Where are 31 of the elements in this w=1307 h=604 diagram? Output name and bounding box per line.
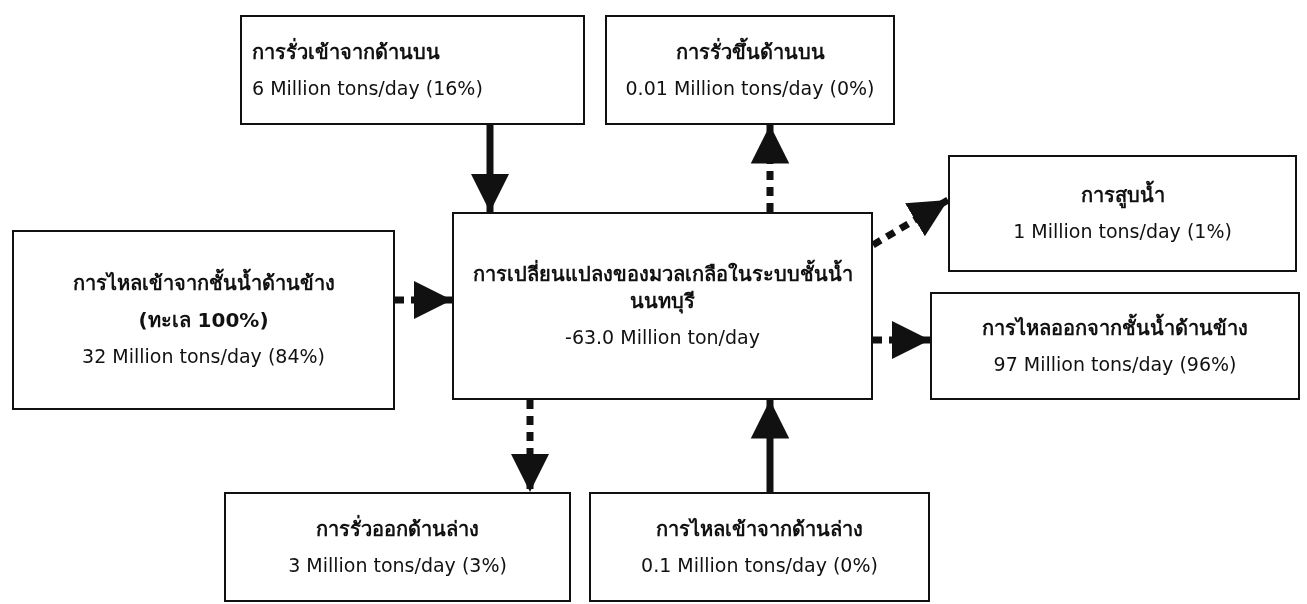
box-heading: (ทะเล 100%) <box>138 307 269 335</box>
flow-box <box>589 492 930 602</box>
flow-box <box>224 492 571 602</box>
box-heading: การรั่วเข้าจากด้านบน <box>252 38 440 66</box>
flow-value: 6 Million tons/day (16%) <box>252 75 483 101</box>
box-heading: การไหลเข้าจากชั้นน้ำด้านข้าง <box>72 270 335 298</box>
arrow <box>395 280 452 320</box>
arrow <box>873 320 930 360</box>
box-heading: การรั่วขึ้นด้านบน <box>675 38 825 66</box>
box-heading: การสูบน้ำ <box>1080 182 1165 210</box>
box-heading: การไหลเข้าจากด้านล่าง <box>656 515 863 543</box>
box-heading: การไหลออกจากชั้นน้ำด้านข้าง <box>982 314 1248 342</box>
flow-box <box>240 15 585 125</box>
arrow <box>470 125 510 212</box>
arrow <box>750 125 790 212</box>
flow-value: 0.01 Million tons/day (0%) <box>625 75 875 101</box>
flow-value: 0.1 Million tons/day (0%) <box>641 552 878 578</box>
flow-value: 1 Million tons/day (1%) <box>1013 219 1232 245</box>
arrow <box>510 400 550 492</box>
flow-value: 97 Million tons/day (96%) <box>993 351 1237 377</box>
flow-box <box>12 230 395 410</box>
arrow <box>750 400 790 492</box>
box-heading: การเปลี่ยนแปลงของมวลเกลือในระบบชั้นน้ำนนทบุรี <box>464 261 861 316</box>
flow-box <box>605 15 895 125</box>
flow-value: 32 Million tons/day (84%) <box>82 344 325 370</box>
box-heading: การรั่วออกด้านล่าง <box>316 515 479 543</box>
central-box <box>452 212 873 400</box>
flow-box <box>948 155 1297 272</box>
flow-value: -63.0 Million ton/day <box>565 325 760 351</box>
flow-box <box>930 292 1300 400</box>
flow-value: 3 Million tons/day (3%) <box>288 552 507 578</box>
